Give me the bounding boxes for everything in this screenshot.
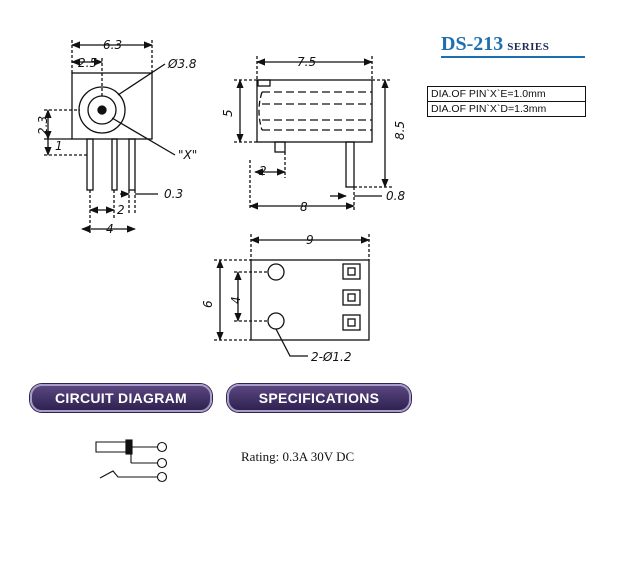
side-pin-short xyxy=(274,141,286,153)
pin-diameter-table: DIA.OF PIN`X`E=1.0mm DIA.OF PIN`X`D=1.3m… xyxy=(427,86,586,117)
bottom-view xyxy=(214,234,370,357)
dim-pin-label: "X" xyxy=(178,148,197,162)
model-name: DS-213 xyxy=(441,33,504,55)
front-labels: 6.3 2.5 Ø3.8 2.3 1 "X" 0.3 2 4 xyxy=(36,38,197,236)
dim-holes: 2-Ø1.2 xyxy=(311,350,352,364)
dim-hole-pitch: 4 xyxy=(229,296,243,304)
front-pin-dot xyxy=(97,105,107,115)
table-row: DIA.OF PIN`X`D=1.3mm xyxy=(427,101,586,117)
pin-d-diameter: DIA.OF PIN`X`D=1.3mm xyxy=(427,101,586,117)
front-view xyxy=(44,40,176,233)
circuit-diagram-label: CIRCUIT DIAGRAM xyxy=(54,390,188,406)
front-pin-right xyxy=(128,138,136,191)
side-pin-long xyxy=(345,141,355,188)
dim-overall-height: 8.5 xyxy=(393,121,407,140)
bottom-hole-bottom xyxy=(267,312,285,330)
front-pin-left xyxy=(86,138,94,191)
side-view xyxy=(234,56,392,210)
dim-body-height: 5 xyxy=(221,109,235,117)
series-label: SERIES xyxy=(507,41,550,53)
dim-pin-inset: 2 xyxy=(259,164,267,178)
bottom-pad-2 xyxy=(342,289,361,306)
dim-overall-width: 6.3 xyxy=(103,38,122,52)
dim-side-pin-width: 0.8 xyxy=(386,189,405,203)
specifications-button[interactable]: SPECIFICATIONS xyxy=(227,384,411,412)
bottom-pad-3 xyxy=(342,314,361,331)
circuit-symbol xyxy=(95,439,168,483)
front-body xyxy=(71,72,153,140)
front-pin-mid xyxy=(111,138,118,191)
pin-e-diameter: DIA.OF PIN`X`E=1.0mm xyxy=(427,86,586,102)
side-body xyxy=(256,79,373,143)
dim-hole-dia: Ø3.8 xyxy=(167,57,197,71)
bottom-hole-top xyxy=(267,263,285,281)
specifications-label: SPECIFICATIONS xyxy=(258,390,380,406)
dim-pin-offset: 2.5 xyxy=(78,56,97,70)
dim-height-center: 2.3 xyxy=(36,116,50,135)
table-row: DIA.OF PIN`X`E=1.0mm xyxy=(427,86,586,102)
dim-bottom-depth: 6 xyxy=(201,300,215,308)
dim-body-length: 7.5 xyxy=(297,55,316,69)
dim-pin-drop: 1 xyxy=(55,139,63,153)
dim-overall-length: 8 xyxy=(300,200,308,214)
title-underline xyxy=(441,56,585,58)
dim-bottom-width: 9 xyxy=(306,233,314,247)
rating-text: Rating: 0.3A 30V DC xyxy=(241,449,355,464)
bottom-body xyxy=(250,259,370,341)
bottom-labels: 9 6 4 2-Ø1.2 xyxy=(201,233,352,364)
dim-pin-span: 4 xyxy=(106,222,114,236)
dim-pin-width: 0.3 xyxy=(164,187,183,201)
dim-pin-pitch: 2 xyxy=(117,203,125,217)
bottom-pad-1 xyxy=(342,263,361,280)
side-labels: 7.5 5 8.5 2 8 0.8 xyxy=(221,55,407,214)
circuit-diagram-button[interactable]: CIRCUIT DIAGRAM xyxy=(30,384,212,412)
